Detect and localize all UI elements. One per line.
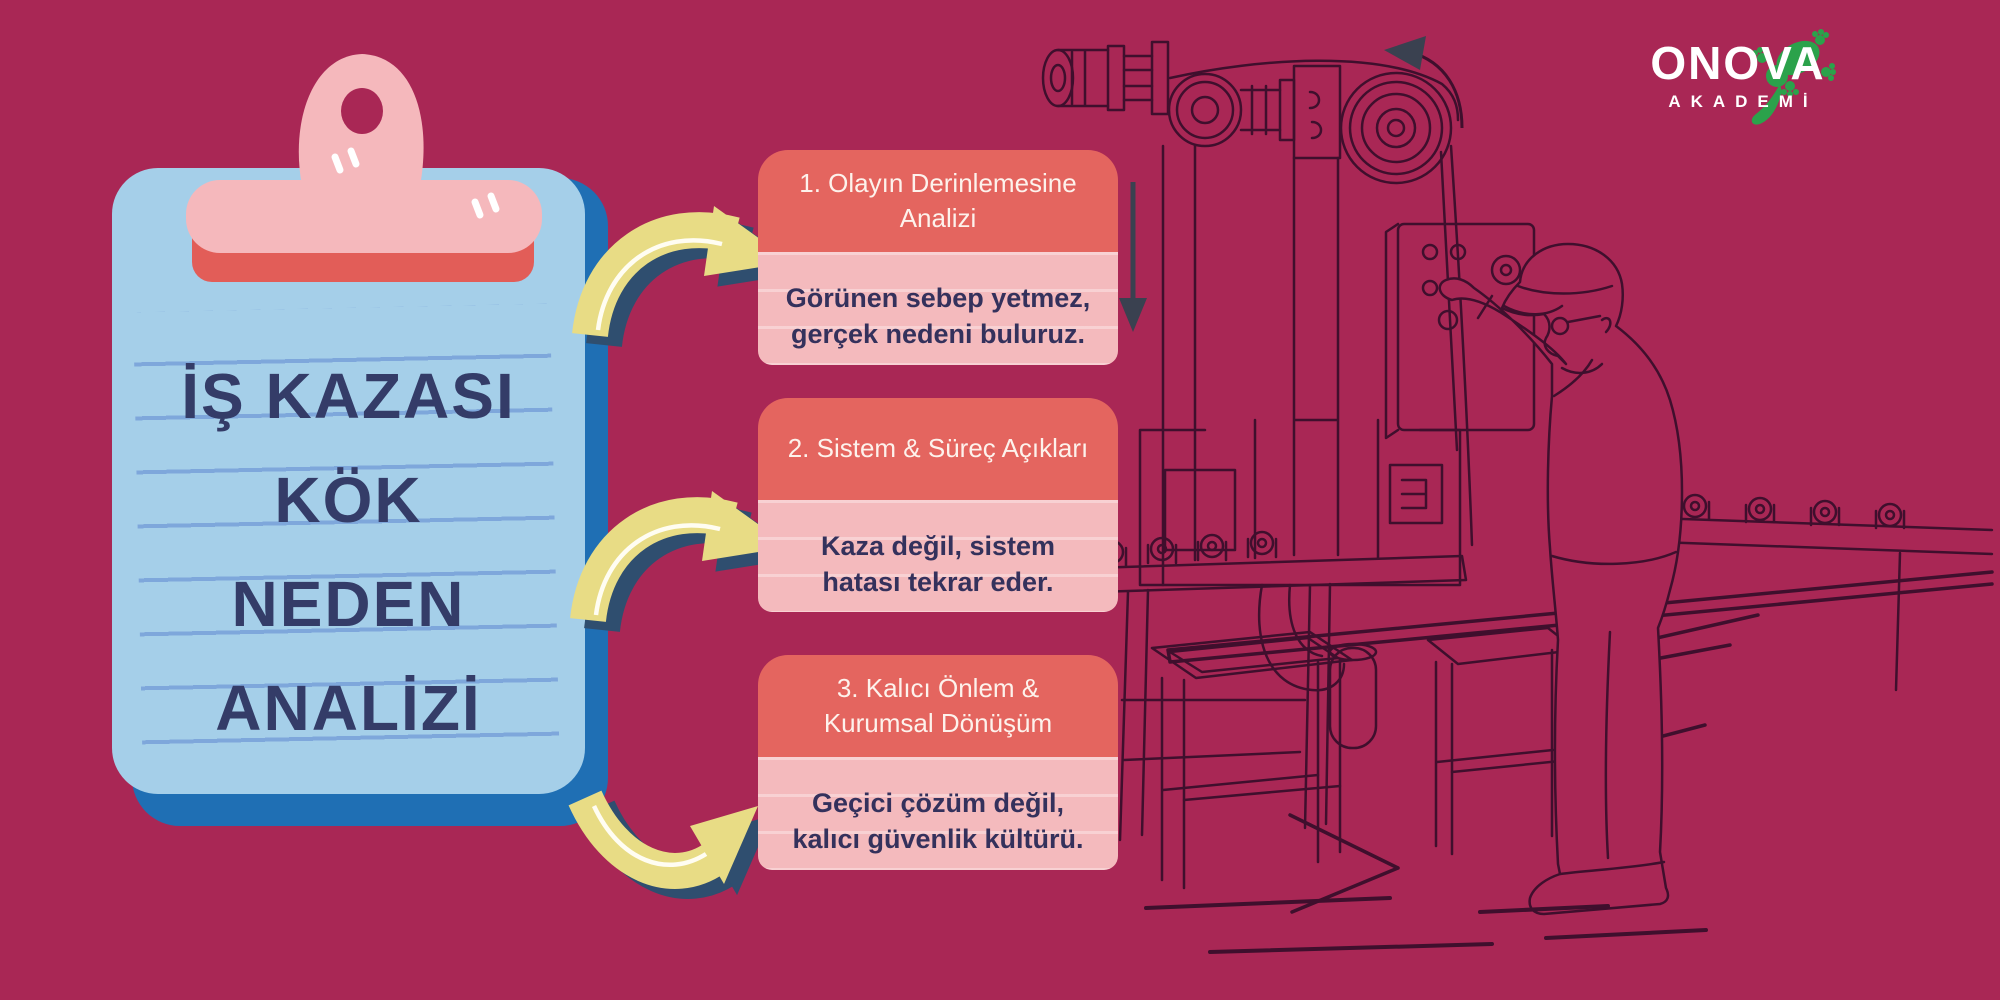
clipboard-clip — [186, 54, 542, 282]
curved-arrow-3-icon — [568, 790, 772, 899]
step-card-2: 2. Sistem & Süreç Açıkları Kaza değil, s… — [758, 398, 1118, 612]
step-2-description: Kaza değil, sistem hatası tekrar eder. — [758, 500, 1118, 612]
brand-name: ONOVA — [1650, 37, 1826, 89]
clip-bar — [186, 180, 542, 253]
title-line: KÖK — [274, 464, 423, 536]
step-1-title: 1. Olayın Derinlemesine Analizi — [758, 150, 1118, 252]
step-3-title: 3. Kalıcı Önlem & Kurumsal Dönüşüm — [758, 655, 1118, 757]
brand-subtitle: AKADEMİ — [1668, 91, 1818, 111]
clip-hole — [341, 88, 383, 134]
step-card-1: 1. Olayın Derinlemesine Analizi Görünen … — [758, 150, 1118, 365]
title-line: NEDEN — [231, 568, 466, 640]
step-3-description: Geçici çözüm değil, kalıcı güvenlik kült… — [758, 757, 1118, 870]
gecko-logo-icon — [1751, 29, 1836, 125]
rotation-arrow-icon — [1384, 36, 1464, 129]
step-card-3: 3. Kalıcı Önlem & Kurumsal Dönüşüm Geçic… — [758, 655, 1118, 870]
poster-title: İŞ KAZASI KÖK NEDEN ANALİZİ — [112, 344, 585, 760]
down-arrow-icon — [1119, 182, 1147, 332]
title-line: İŞ KAZASI — [181, 360, 516, 432]
brand-logo: ONOVA AKADEMİ — [1618, 29, 1858, 125]
title-line: ANALİZİ — [215, 672, 482, 744]
step-2-title: 2. Sistem & Süreç Açıkları — [758, 398, 1118, 500]
step-1-description: Görünen sebep yetmez, gerçek nedeni bulu… — [758, 252, 1118, 365]
clip-shine — [331, 147, 500, 219]
curved-arrow-1-icon — [572, 206, 808, 348]
